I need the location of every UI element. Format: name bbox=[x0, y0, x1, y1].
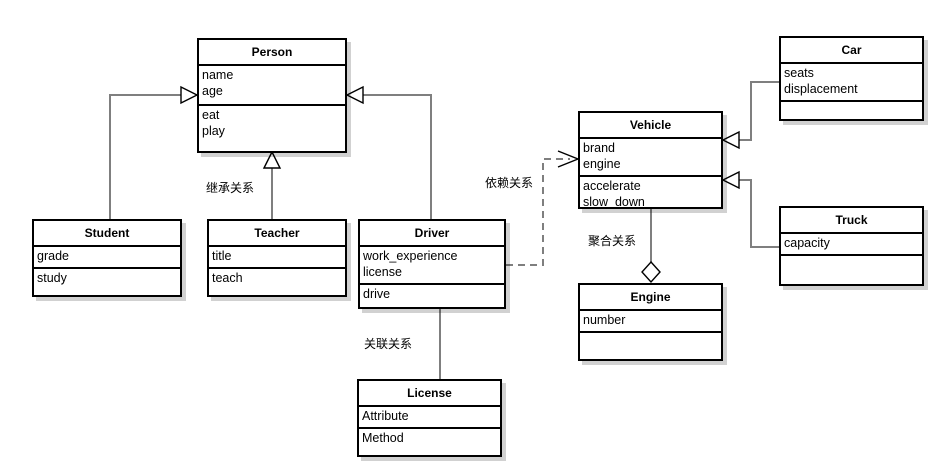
class-attributes-person: name age bbox=[199, 66, 345, 106]
class-attributes-truck: capacity bbox=[781, 234, 922, 256]
edge-label-inheritance: 继承关系 bbox=[206, 181, 255, 195]
class-title-teacher: Teacher bbox=[209, 221, 345, 247]
class-title-driver: Driver bbox=[360, 221, 504, 247]
edge-label-aggregation: 聚合关系 bbox=[588, 234, 637, 248]
class-title-truck: Truck bbox=[781, 208, 922, 234]
class-attributes-license: Attribute bbox=[359, 407, 500, 429]
class-operations-vehicle: accelerate slow_down bbox=[580, 177, 721, 212]
class-title-vehicle: Vehicle bbox=[580, 113, 721, 139]
class-title-car: Car bbox=[781, 38, 922, 64]
edge-label-association: 关联关系 bbox=[364, 337, 413, 351]
class-attributes-engine: number bbox=[580, 311, 721, 333]
edge-driver-vehicle[interactable] bbox=[506, 150, 580, 266]
attribute-row: number bbox=[583, 313, 626, 327]
class-operations-driver: drive bbox=[360, 285, 504, 304]
attribute-row: license bbox=[363, 265, 402, 279]
class-attributes-student: grade bbox=[34, 247, 180, 269]
operation-row: accelerate bbox=[583, 179, 641, 193]
class-operations-car bbox=[781, 102, 922, 105]
generalization-arrowhead bbox=[180, 85, 199, 105]
edge-teacher-person[interactable] bbox=[262, 150, 282, 219]
class-operations-truck bbox=[781, 256, 922, 259]
dependency-arrowhead bbox=[557, 150, 580, 168]
operation-row: study bbox=[37, 271, 67, 285]
class-operations-teacher: teach bbox=[209, 269, 345, 288]
edge-driver-person[interactable] bbox=[345, 85, 432, 219]
attribute-row: engine bbox=[583, 157, 621, 171]
operation-row: play bbox=[202, 124, 225, 138]
class-title-student: Student bbox=[34, 221, 180, 247]
class-operations-person: eat play bbox=[199, 106, 345, 141]
class-title-person: Person bbox=[199, 40, 345, 66]
class-box-engine[interactable]: Engine number bbox=[578, 283, 723, 361]
attribute-row: capacity bbox=[784, 236, 830, 250]
attribute-row: displacement bbox=[784, 82, 858, 96]
attribute-row: brand bbox=[583, 141, 615, 155]
class-operations-engine bbox=[580, 333, 721, 336]
operation-row: teach bbox=[212, 271, 243, 285]
class-attributes-driver: work_experience license bbox=[360, 247, 504, 285]
class-box-teacher[interactable]: Teacher title teach bbox=[207, 219, 347, 297]
attribute-row: title bbox=[212, 249, 232, 263]
class-box-truck[interactable]: Truck capacity bbox=[779, 206, 924, 286]
class-box-driver[interactable]: Driver work_experience license drive bbox=[358, 219, 506, 309]
edge-label-dependency: 依赖关系 bbox=[485, 176, 534, 190]
class-box-license[interactable]: License Attribute Method bbox=[357, 379, 502, 457]
class-operations-license: Method bbox=[359, 429, 500, 448]
class-operations-student: study bbox=[34, 269, 180, 288]
generalization-arrowhead bbox=[345, 85, 364, 105]
operation-row: Method bbox=[362, 431, 404, 445]
generalization-arrowhead bbox=[721, 130, 740, 150]
class-title-engine: Engine bbox=[580, 285, 721, 311]
aggregation-diamond bbox=[641, 260, 661, 284]
attribute-row: age bbox=[202, 84, 223, 98]
operation-row: drive bbox=[363, 287, 391, 301]
class-box-vehicle[interactable]: Vehicle brand engine accelerate slow_dow… bbox=[578, 111, 723, 209]
generalization-arrowhead bbox=[262, 150, 282, 169]
edge-car-vehicle[interactable] bbox=[721, 81, 779, 150]
class-attributes-teacher: title bbox=[209, 247, 345, 269]
attribute-row: work_experience bbox=[363, 249, 458, 263]
attribute-row: name bbox=[202, 68, 234, 82]
attribute-row: seats bbox=[784, 66, 814, 80]
edge-vehicle-engine[interactable] bbox=[641, 209, 661, 284]
edge-truck-vehicle[interactable] bbox=[721, 170, 779, 248]
class-box-person[interactable]: Person name age eat play bbox=[197, 38, 347, 153]
class-attributes-vehicle: brand engine bbox=[580, 139, 721, 177]
class-title-license: License bbox=[359, 381, 500, 407]
operation-row: slow_down bbox=[583, 195, 645, 209]
attribute-row: Attribute bbox=[362, 409, 409, 423]
generalization-arrowhead bbox=[721, 170, 740, 190]
class-attributes-car: seats displacement bbox=[781, 64, 922, 102]
class-box-student[interactable]: Student grade study bbox=[32, 219, 182, 297]
operation-row: eat bbox=[202, 108, 220, 122]
class-box-car[interactable]: Car seats displacement bbox=[779, 36, 924, 121]
attribute-row: grade bbox=[37, 249, 69, 263]
